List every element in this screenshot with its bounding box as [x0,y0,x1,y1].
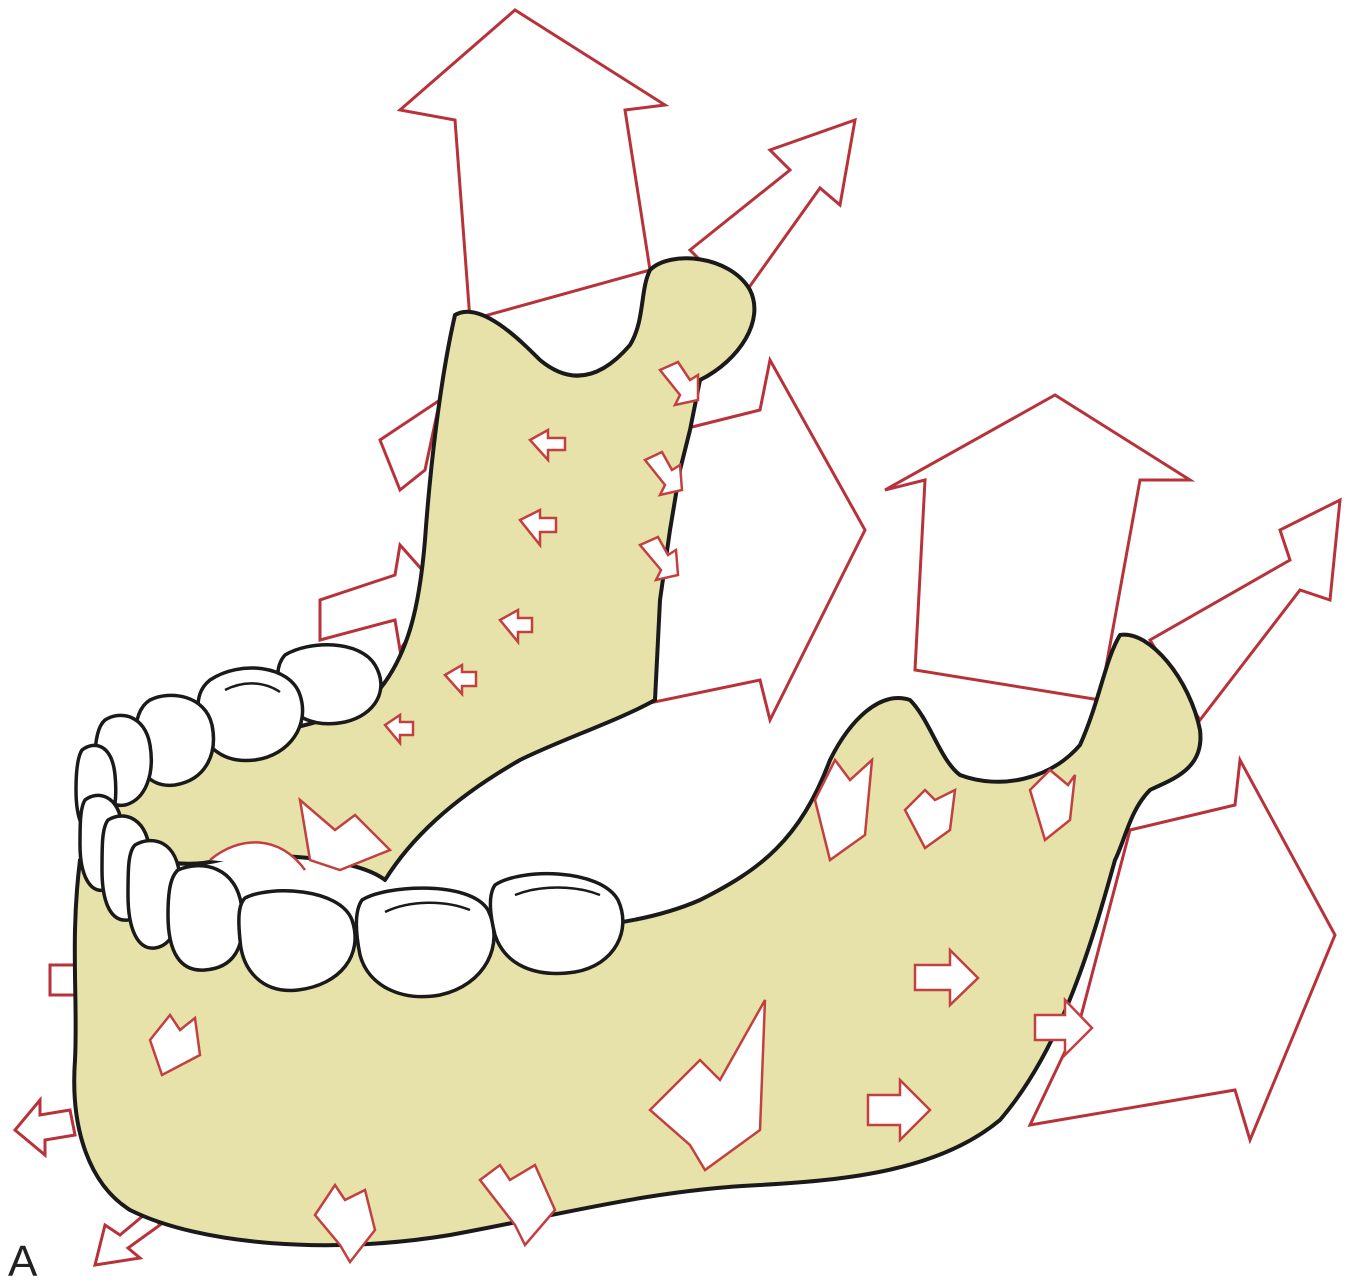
panel-label: A [8,1240,37,1284]
arrow-condyle-up [400,10,665,320]
mandible-bone [107,258,754,880]
molar-1 [356,888,494,996]
premolar-1 [168,866,243,970]
premolar-2 [239,891,355,991]
arrow-chin-left [15,1100,75,1155]
